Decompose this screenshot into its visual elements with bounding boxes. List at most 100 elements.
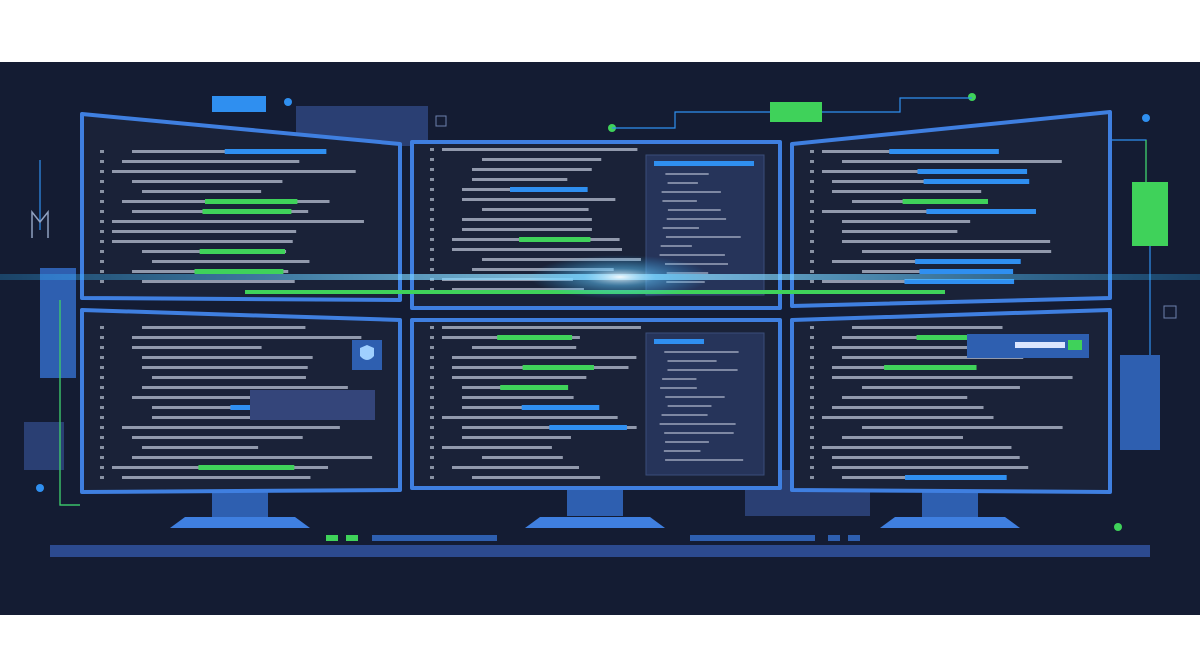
code-line	[472, 476, 601, 479]
line-number	[430, 466, 434, 469]
code-highlight-green	[519, 237, 591, 242]
code-line	[462, 396, 574, 399]
line-number	[810, 416, 814, 419]
code-line	[462, 218, 592, 221]
code-highlight-green	[194, 269, 284, 274]
monitor-bottom-center	[410, 318, 782, 490]
line-number	[430, 356, 434, 359]
line-number	[430, 148, 434, 151]
side-panel-line	[667, 369, 738, 371]
code-line	[452, 288, 584, 291]
line-number	[100, 160, 104, 163]
line-number	[430, 326, 434, 329]
code-highlight-green	[522, 365, 594, 370]
code-line	[442, 416, 618, 419]
code-line	[482, 208, 589, 211]
line-number	[810, 200, 814, 203]
line-number	[100, 416, 104, 419]
decor-dot	[968, 93, 976, 101]
side-panel-line	[666, 218, 727, 220]
code-line	[442, 446, 552, 449]
code-line	[482, 456, 563, 459]
line-number	[430, 396, 434, 399]
line-number	[810, 476, 814, 479]
line-number	[430, 346, 434, 349]
line-number	[810, 426, 814, 429]
decorations	[24, 93, 1177, 557]
line-number	[810, 326, 814, 329]
side-panel-line	[667, 405, 712, 407]
decor-dot	[284, 98, 292, 106]
line-number	[100, 386, 104, 389]
line-number	[100, 150, 104, 153]
line-number	[810, 170, 814, 173]
code-highlight-blue	[224, 149, 327, 154]
code-line	[142, 190, 262, 193]
line-number	[100, 346, 104, 349]
code-highlight-green	[497, 335, 573, 340]
line-number	[100, 446, 104, 449]
code-line	[842, 160, 1062, 163]
code-line	[152, 260, 310, 263]
code-line	[832, 466, 1029, 469]
code-line	[142, 326, 306, 329]
side-panel-line	[664, 432, 734, 434]
code-line	[452, 376, 587, 379]
line-number	[810, 160, 814, 163]
code-line	[132, 346, 262, 349]
line-number	[810, 220, 814, 223]
line-number	[100, 190, 104, 193]
line-number	[810, 240, 814, 243]
line-number	[100, 230, 104, 233]
line-number	[100, 220, 104, 223]
decor-dot	[1114, 523, 1122, 531]
line-number	[430, 406, 434, 409]
monitors	[80, 110, 1112, 494]
code-line	[842, 356, 1024, 359]
line-number	[430, 288, 434, 291]
line-number	[430, 366, 434, 369]
code-highlight-blue	[919, 269, 1014, 274]
code-line	[832, 190, 982, 193]
line-number	[100, 366, 104, 369]
code-line	[822, 150, 957, 153]
side-panel-header	[654, 339, 704, 344]
side-panel-line	[665, 396, 725, 398]
line-number	[100, 200, 104, 203]
line-number	[430, 208, 434, 211]
line-number	[810, 396, 814, 399]
line-number	[810, 260, 814, 263]
line-number	[430, 268, 434, 271]
line-number	[100, 280, 104, 283]
line-number	[810, 406, 814, 409]
decor-block	[848, 535, 860, 541]
side-panel-line	[659, 423, 736, 425]
decor-dot	[1142, 114, 1150, 122]
line-number	[430, 228, 434, 231]
code-line	[472, 346, 577, 349]
code-highlight-green	[202, 209, 292, 214]
code-highlight-green	[500, 385, 569, 390]
side-panel-line	[665, 173, 709, 175]
code-line	[122, 476, 311, 479]
side-panel-line	[662, 378, 697, 380]
line-number	[430, 188, 434, 191]
line-number	[100, 336, 104, 339]
line-number	[810, 250, 814, 253]
code-line	[142, 280, 295, 283]
line-number	[810, 150, 814, 153]
code-line	[462, 198, 616, 201]
code-line	[152, 416, 323, 419]
code-line	[122, 426, 340, 429]
code-line	[482, 258, 641, 261]
line-number	[810, 346, 814, 349]
decor-block	[24, 422, 64, 470]
code-line	[132, 436, 303, 439]
line-number	[430, 426, 434, 429]
line-number	[100, 466, 104, 469]
line-number	[810, 456, 814, 459]
line-number	[810, 446, 814, 449]
line-number	[810, 376, 814, 379]
dialog-button	[1068, 340, 1082, 350]
